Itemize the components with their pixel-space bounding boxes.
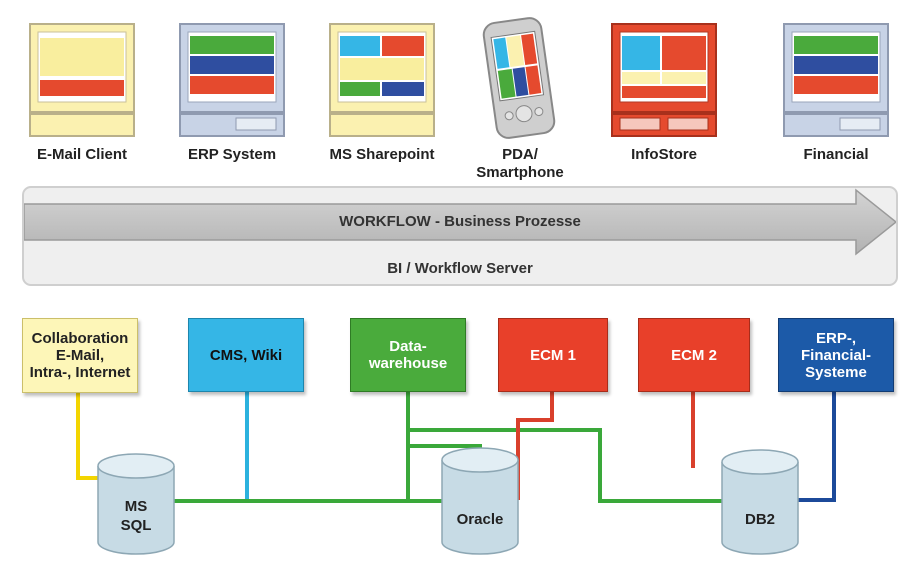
infostore-monitor-icon [611, 23, 717, 137]
pda-smartphone-icon [482, 17, 556, 139]
client-label-erp: ERP System [187, 146, 277, 163]
system-ecm1-box: ECM 1 [498, 318, 608, 392]
system-datawarehouse-box: Data- warehouse [350, 318, 466, 392]
workflow-arrow-icon [24, 188, 896, 256]
link-dwh-db2 [408, 428, 724, 503]
client-label-email: E-Mail Client [36, 146, 127, 163]
database-db2-icon: DB2 [721, 449, 799, 555]
database-label-oracle: Oracle [457, 511, 504, 528]
workflow-server-banner: WORKFLOW - Business Prozesse BI / Workfl… [22, 186, 898, 286]
system-erp-financial-box: ERP-, Financial- Systeme [778, 318, 894, 392]
database-mssql-icon: MS SQL [97, 453, 175, 555]
database-label-mssql-line1: MS [125, 498, 148, 515]
link-ecm1-oracle [516, 392, 554, 500]
workflow-arrow-label: WORKFLOW - Business Prozesse [339, 213, 581, 230]
client-label-sharepoint: MS Sharepoint [329, 146, 435, 163]
bi-workflow-server-label: BI / Workflow Server [387, 260, 533, 277]
database-label-db2: DB2 [745, 511, 775, 528]
system-cms-wiki-box: CMS, Wiki [188, 318, 304, 392]
database-oracle-icon: Oracle [441, 447, 519, 555]
financial-monitor-icon [783, 23, 889, 137]
link-collab-mssql [76, 393, 104, 480]
system-ecm2-box: ECM 2 [638, 318, 750, 392]
erp-system-monitor-icon [179, 23, 285, 137]
database-label-mssql-line2: SQL [121, 517, 152, 534]
email-client-monitor-icon [29, 23, 135, 137]
sharepoint-monitor-icon [329, 23, 435, 137]
link-erpfin-db2 [796, 392, 836, 502]
system-collaboration-box: Collaboration E-Mail, Intra-, Internet [22, 318, 138, 393]
client-label-infostore: InfoStore [631, 146, 697, 163]
client-label-financial: Financial [803, 146, 869, 163]
client-label-pda: PDA/ Smartphone [476, 146, 564, 181]
